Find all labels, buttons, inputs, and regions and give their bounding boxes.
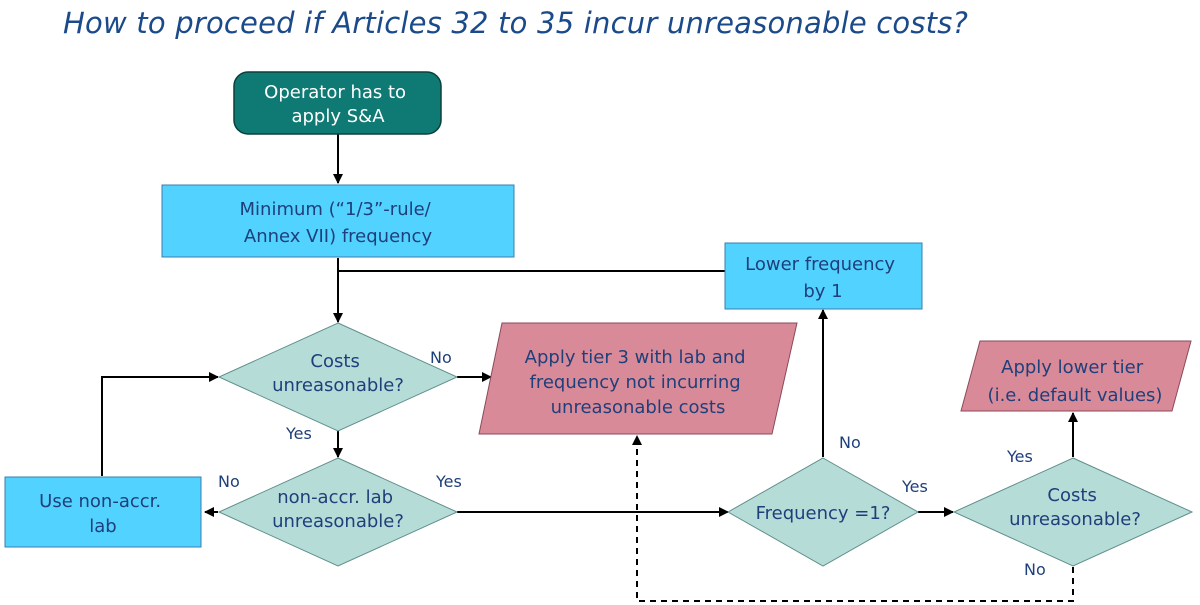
label-freq-yes: Yes <box>901 477 928 496</box>
apply-tier3-line3: unreasonable costs <box>551 397 726 418</box>
costs-unreasonable-decision-2: Costs unreasonable? <box>952 457 1194 567</box>
lower-frequency-box: Lower frequency by 1 <box>724 242 923 310</box>
apply-lower-tier-output: Apply lower tier (i.e. default values) <box>960 340 1192 412</box>
costs-unreasonable-1-line1: Costs <box>310 351 359 372</box>
svg-text:Minimum (“1/3”-rule/ Ann: Minimum (“1/3”-rule/ Annex VII) frequenc… <box>240 199 437 247</box>
apply-lower-tier-line2: (i.e. default values) <box>988 385 1163 406</box>
start-node-line1: Operator has to <box>264 82 406 103</box>
edge-nonaccr-loop-back <box>101 372 219 476</box>
svg-text:Frequency =1?: Frequency =1? <box>756 503 891 524</box>
svg-text:non-accr. lab unreasonab: non-accr. lab unreasonable? <box>272 487 404 532</box>
start-node: Operator has to apply S&A <box>233 71 442 135</box>
use-non-accr-lab-line2: lab <box>89 516 116 537</box>
svg-text:Apply lower tier (i.e. d: Apply lower tier (i.e. default values) <box>988 357 1163 406</box>
lower-frequency-line2: by 1 <box>803 281 842 302</box>
use-non-accr-lab-box: Use non-accr. lab <box>4 476 202 548</box>
minimum-frequency-line1: Minimum (“1/3”-rule/ <box>240 199 432 220</box>
svg-text:Apply tier 3 with lab and: Apply tier 3 with lab and frequency not … <box>525 347 752 418</box>
edge-labels: No Yes No Yes No Yes Yes No <box>218 348 1046 579</box>
label-lab-no: No <box>218 472 240 491</box>
apply-tier3-output: Apply tier 3 with lab and frequency not … <box>478 322 798 435</box>
edge-costs2-back-to-tier3 <box>632 435 1074 602</box>
label-costs1-yes: Yes <box>285 424 312 443</box>
frequency-line1: Frequency =1? <box>756 503 891 524</box>
label-costs1-no: No <box>430 348 452 367</box>
svg-text:Costs unreasonable?: Costs unreasonable? <box>272 351 404 396</box>
apply-tier3-line1: Apply tier 3 with lab and <box>525 347 746 368</box>
lower-frequency-line1: Lower frequency <box>745 254 895 275</box>
svg-text:Lower frequency by 1: Lower frequency by 1 <box>745 254 901 302</box>
svg-text:Use non-accr. lab: Use non-accr. lab <box>39 491 167 537</box>
non-accr-lab-line2: unreasonable? <box>272 511 404 532</box>
apply-lower-tier-line1: Apply lower tier <box>1001 357 1144 378</box>
label-lab-yes: Yes <box>435 472 462 491</box>
minimum-frequency-line2: Annex VII) frequency <box>244 226 433 247</box>
apply-tier3-line2: frequency not incurring <box>530 372 741 393</box>
svg-text:Operator has to apply S&: Operator has to apply S&A <box>264 82 412 127</box>
minimum-frequency-box: Minimum (“1/3”-rule/ Annex VII) frequenc… <box>161 184 515 258</box>
label-costs2-yes: Yes <box>1006 447 1033 466</box>
svg-text:Costs unreasonable?: Costs unreasonable? <box>1009 485 1141 530</box>
start-node-line2: apply S&A <box>291 106 385 127</box>
label-costs2-no: No <box>1024 560 1046 579</box>
non-accr-lab-line1: non-accr. lab <box>277 487 393 508</box>
label-freq-no: No <box>839 433 861 452</box>
non-accr-lab-decision: non-accr. lab unreasonable? <box>217 457 459 567</box>
costs-unreasonable-2-line2: unreasonable? <box>1009 509 1141 530</box>
page-title: How to proceed if Articles 32 to 35 incu… <box>63 6 969 40</box>
costs-unreasonable-2-line1: Costs <box>1047 485 1096 506</box>
costs-unreasonable-decision-1: Costs unreasonable? <box>217 322 459 432</box>
costs-unreasonable-1-line2: unreasonable? <box>272 375 404 396</box>
use-non-accr-lab-line1: Use non-accr. <box>39 491 161 512</box>
frequency-decision: Frequency =1? <box>726 457 920 567</box>
connectors <box>101 134 1078 602</box>
